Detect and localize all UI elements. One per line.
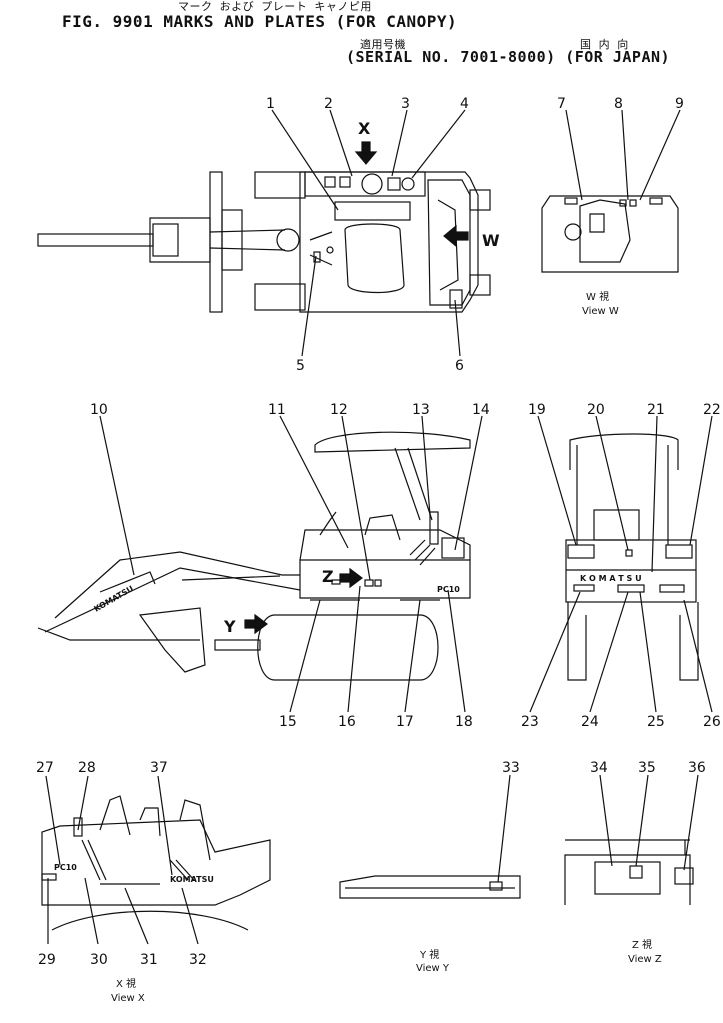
svg-text:Y: Y <box>223 617 236 636</box>
callout-22: 22 <box>703 402 721 418</box>
view-x-caption: X 視 View X <box>111 977 145 1004</box>
svg-text:View Z: View Z <box>628 954 662 965</box>
callout-5: 5 <box>296 358 305 374</box>
view-y-machine <box>339 875 521 899</box>
callout-25: 25 <box>647 714 665 730</box>
side-model-plate: PC10 <box>437 585 460 594</box>
callout-33: 33 <box>502 760 520 776</box>
view-arrow-x: X <box>354 119 378 165</box>
figure-subtitle: (SERIAL NO. 7001-8000) (FOR JAPAN) <box>346 48 671 66</box>
svg-text:X 視: X 視 <box>116 977 136 990</box>
svg-text:W: W <box>482 231 500 250</box>
view-x-machine: PC10 KOMATSU <box>41 795 271 931</box>
callout-2: 2 <box>324 96 333 112</box>
callout-35: 35 <box>638 760 656 776</box>
callout-27: 27 <box>36 760 54 776</box>
callout-37: 37 <box>150 760 168 776</box>
svg-text:Y 視: Y 視 <box>419 948 439 961</box>
side-view-machine: PC10 KOMATSU <box>37 431 471 681</box>
callout-30: 30 <box>90 952 108 968</box>
japanese-title: マーク および プレート キャノピ用 <box>178 0 372 13</box>
callout-1: 1 <box>266 96 275 112</box>
callout-19: 19 <box>528 402 546 418</box>
view-z-caption: Z 視 View Z <box>628 938 662 965</box>
callout-7: 7 <box>557 96 566 112</box>
callout-28: 28 <box>78 760 96 776</box>
rear-komatsu-plate: K O M A T S U <box>580 574 642 583</box>
japanese-country-label: 国 内 向 <box>580 38 629 51</box>
figure-title: FIG. 9901 MARKS AND PLATES (FOR CANOPY) <box>62 12 458 31</box>
callout-8: 8 <box>614 96 623 112</box>
callout-6: 6 <box>455 358 464 374</box>
view-y-caption: Y 視 View Y <box>416 948 450 974</box>
callout-10: 10 <box>90 402 108 418</box>
svg-text:View Y: View Y <box>416 963 450 974</box>
view-w-caption: W 視 View W <box>582 290 619 317</box>
callout-36: 36 <box>688 760 706 776</box>
callout-18: 18 <box>455 714 473 730</box>
callout-21: 21 <box>647 402 665 418</box>
view-arrow-z: Z <box>322 567 363 589</box>
top-view-machine <box>37 171 491 313</box>
view-arrow-y: Y <box>223 613 268 636</box>
callout-20: 20 <box>587 402 605 418</box>
svg-text:Z 視: Z 視 <box>632 938 652 951</box>
svg-text:W 視: W 視 <box>586 290 609 303</box>
callout-29: 29 <box>38 952 56 968</box>
callout-31: 31 <box>140 952 158 968</box>
rear-view-machine: K O M A T S U <box>565 433 699 681</box>
callout-13: 13 <box>412 402 430 418</box>
view-w-machine <box>541 195 679 273</box>
callout-34: 34 <box>590 760 608 776</box>
callout-15: 15 <box>279 714 297 730</box>
callout-17: 17 <box>396 714 414 730</box>
callout-4: 4 <box>460 96 469 112</box>
svg-text:View X: View X <box>111 993 145 1004</box>
callout-labels: 1 2 3 4 5 6 7 8 9 10 11 12 13 14 15 16 1… <box>36 96 721 968</box>
svg-text:View W: View W <box>582 306 619 317</box>
callout-14: 14 <box>472 402 490 418</box>
view-x-komatsu-plate: KOMATSU <box>170 875 214 884</box>
view-z-machine <box>564 839 694 905</box>
callout-12: 12 <box>330 402 348 418</box>
callout-16: 16 <box>338 714 356 730</box>
callout-9: 9 <box>675 96 684 112</box>
callout-32: 32 <box>189 952 207 968</box>
boom-komatsu-plate: KOMATSU <box>93 584 136 614</box>
callout-3: 3 <box>401 96 410 112</box>
svg-text:Z: Z <box>322 567 334 586</box>
view-arrow-w: W <box>443 224 500 250</box>
japanese-serial-label: 適用号機 <box>360 38 406 51</box>
callout-26: 26 <box>703 714 721 730</box>
callout-23: 23 <box>521 714 539 730</box>
callout-11: 11 <box>268 402 286 418</box>
callout-24: 24 <box>581 714 599 730</box>
view-x-model-plate: PC10 <box>54 863 77 872</box>
svg-text:X: X <box>358 119 371 138</box>
